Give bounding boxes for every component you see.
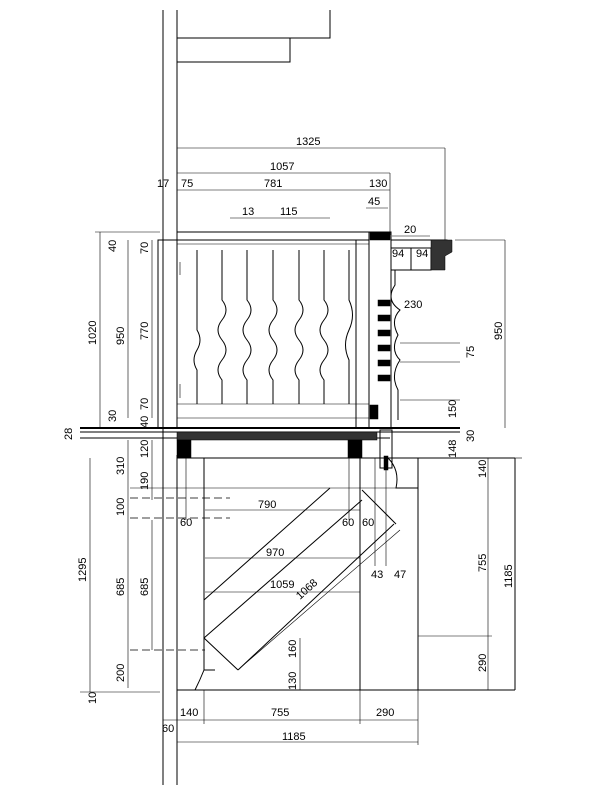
dim-200: 200: [115, 664, 127, 682]
dim-60c: 60: [362, 517, 374, 529]
dim-120: 120: [139, 440, 151, 458]
right-upper-dimensions: 950 75 150 30 148: [390, 239, 506, 459]
dim-1057: 1057: [270, 161, 294, 173]
dim-190: 190: [139, 472, 151, 490]
dim-1185-bottom: 1185: [282, 731, 306, 743]
railing: [157, 231, 392, 429]
dim-20: 20: [404, 224, 416, 236]
dim-1325: 1325: [296, 136, 320, 148]
dim-40a: 40: [107, 240, 119, 252]
dim-140-right: 140: [477, 460, 489, 478]
dim-310: 310: [115, 457, 127, 475]
dim-28: 28: [63, 428, 75, 440]
dim-755-bottom: 755: [271, 707, 289, 719]
dim-10: 10: [87, 692, 99, 704]
dim-755-right: 755: [477, 554, 489, 572]
dim-1295: 1295: [77, 558, 89, 582]
dim-150-right: 150: [447, 400, 459, 418]
balusters: [193, 250, 353, 404]
dim-160: 160: [287, 640, 299, 658]
dim-781: 781: [264, 178, 282, 190]
dim-45: 45: [368, 196, 380, 208]
floor-slab: [80, 427, 460, 471]
dim-30-right: 30: [465, 430, 477, 442]
dim-1068: 1068: [294, 577, 320, 602]
dim-100: 100: [115, 498, 127, 516]
dim-40b: 40: [139, 416, 151, 428]
dim-685b: 685: [139, 578, 151, 596]
right-lower-dimensions: 140 755 290 1185: [418, 457, 522, 690]
right-cornice: [369, 231, 453, 420]
dim-1020: 1020: [87, 321, 99, 345]
dim-148-right: 148: [447, 440, 459, 458]
dim-685a: 685: [115, 578, 127, 596]
dim-60a: 60: [180, 517, 192, 529]
dim-130: 130: [369, 178, 387, 190]
dim-47: 47: [394, 569, 406, 581]
dim-970: 970: [266, 547, 284, 559]
dim-790: 790: [258, 499, 276, 511]
staircase: [130, 457, 516, 691]
dim-1185-right: 1185: [503, 564, 515, 588]
top-dimensions: 1325 1057 17 75 781 130 45 13 115 20 94 …: [157, 136, 446, 311]
staircase-dimensions: 790 60 60 60 970 1059 1068 43 47 160 130: [180, 499, 406, 690]
dim-230: 230: [404, 299, 422, 311]
left-dimensions: 1020 40 950 30 70 770 70 40 28 310 120 1…: [63, 231, 160, 704]
dim-290-right: 290: [477, 654, 489, 672]
dim-140-bottom: 140: [180, 707, 198, 719]
dim-43: 43: [371, 569, 383, 581]
dim-30: 30: [107, 410, 119, 422]
dim-115: 115: [280, 206, 298, 218]
dim-94a: 94: [392, 248, 404, 260]
dim-75-right: 75: [465, 346, 477, 358]
dim-94b: 94: [416, 248, 428, 260]
dim-290-bottom: 290: [376, 707, 394, 719]
dim-70a: 70: [139, 242, 151, 254]
dim-70b: 70: [139, 398, 151, 410]
dim-60b: 60: [342, 517, 354, 529]
dim-60-bottom: 60: [162, 723, 174, 735]
dim-770: 770: [139, 322, 151, 340]
dim-130-mid: 130: [287, 672, 299, 690]
dim-13: 13: [242, 206, 254, 218]
dim-950-right: 950: [493, 322, 505, 340]
dim-950: 950: [115, 327, 127, 345]
dim-17: 17: [157, 178, 169, 190]
dim-1059: 1059: [270, 579, 294, 591]
bottom-dimensions: 140 755 290 60 1185: [162, 690, 419, 745]
dim-75: 75: [181, 178, 193, 190]
